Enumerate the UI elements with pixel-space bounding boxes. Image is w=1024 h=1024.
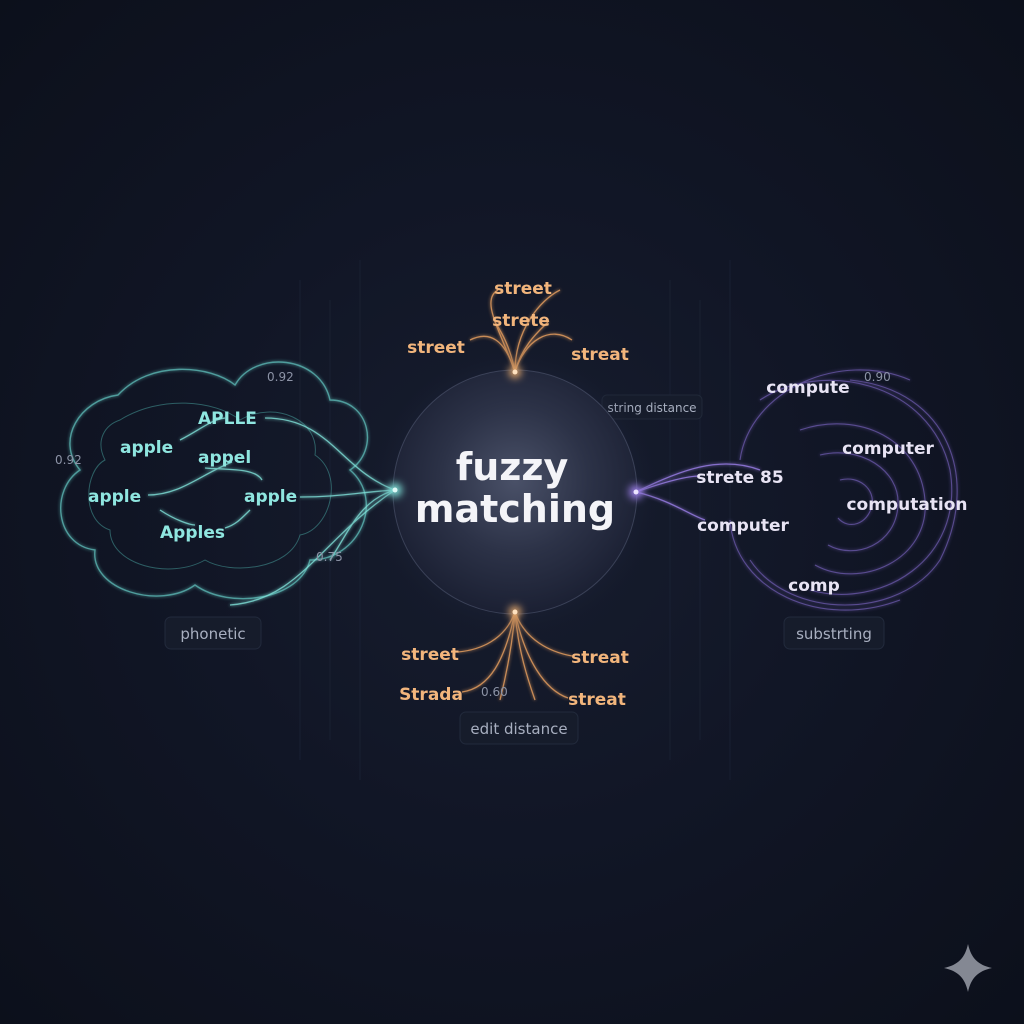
phonetic-word-1: APLLE xyxy=(198,409,257,429)
bottom-word-2: streat xyxy=(571,648,629,668)
substring-word-4: computation xyxy=(846,495,967,515)
bottom-word-3: Strada xyxy=(399,685,463,705)
edit-distance-pill xyxy=(459,711,579,745)
phonetic-cloud-outline xyxy=(60,361,369,600)
phonetic-link-5 xyxy=(147,461,233,496)
phonetic-label-pill xyxy=(164,616,262,650)
bottom-word-4: streat xyxy=(568,690,626,710)
phonetic-link-7 xyxy=(204,467,263,481)
swirl-3 xyxy=(799,423,926,575)
substring-word-2: computer xyxy=(842,439,934,459)
phonetic-cluster: APLLE apple appel apple apple Apples 0.9… xyxy=(55,361,396,650)
phonetic-word-3: appel xyxy=(198,448,251,468)
swirl-2 xyxy=(759,379,953,595)
substring-score: 0.90 xyxy=(864,370,891,384)
substring-cluster: compute computer strete 85 computation c… xyxy=(635,369,968,650)
center-node: fuzzy matching xyxy=(365,342,665,642)
edit-distance-cluster: street streat Strada streat 0.60 edit di… xyxy=(399,611,629,745)
phonetic-label: phonetic xyxy=(180,625,245,643)
sparkle-icon xyxy=(944,944,992,992)
phonetic-link-9 xyxy=(224,509,251,529)
phonetic-score-2: 0.92 xyxy=(55,453,82,467)
phonetic-score-1: 0.92 xyxy=(267,370,294,384)
phonetic-score-3: 0.75 xyxy=(316,550,343,564)
bottom-anchor-dot xyxy=(512,609,518,615)
substring-word-1: compute xyxy=(766,378,849,398)
center-title-line1: fuzzy xyxy=(456,445,569,489)
substring-word-3: strete 85 xyxy=(696,468,783,488)
phonetic-link-8 xyxy=(159,509,196,526)
top-word-2: strete xyxy=(492,311,550,331)
top-word-1: street xyxy=(494,279,552,299)
left-anchor-dot xyxy=(392,487,398,493)
bottom-word-1: street xyxy=(401,645,459,665)
swirl-4 xyxy=(819,452,899,552)
substring-word-5: computer xyxy=(697,516,789,536)
substring-label-pill xyxy=(783,616,885,650)
substring-label: substrting xyxy=(796,625,872,643)
right-anchor-dot xyxy=(633,489,639,495)
phonetic-link-6 xyxy=(179,417,226,441)
phonetic-word-5: apple xyxy=(244,487,297,507)
swirl-5 xyxy=(739,369,911,461)
substring-word-6: comp xyxy=(788,576,840,596)
phonetic-word-4: apple xyxy=(88,487,141,507)
swirl-7 xyxy=(837,478,873,525)
edit-distance-label: edit distance xyxy=(470,720,567,738)
center-title-line2: matching xyxy=(415,487,615,531)
phonetic-word-2: apple xyxy=(120,438,173,458)
swirl-6 xyxy=(729,519,901,611)
top-word-3: street xyxy=(407,338,465,358)
top-anchor-dot xyxy=(512,369,518,375)
bottom-score: 0.60 xyxy=(481,685,508,699)
swirl-1 xyxy=(749,379,958,606)
phonetic-word-6: Apples xyxy=(160,523,225,543)
phonetic-cloud-inner xyxy=(88,402,332,570)
